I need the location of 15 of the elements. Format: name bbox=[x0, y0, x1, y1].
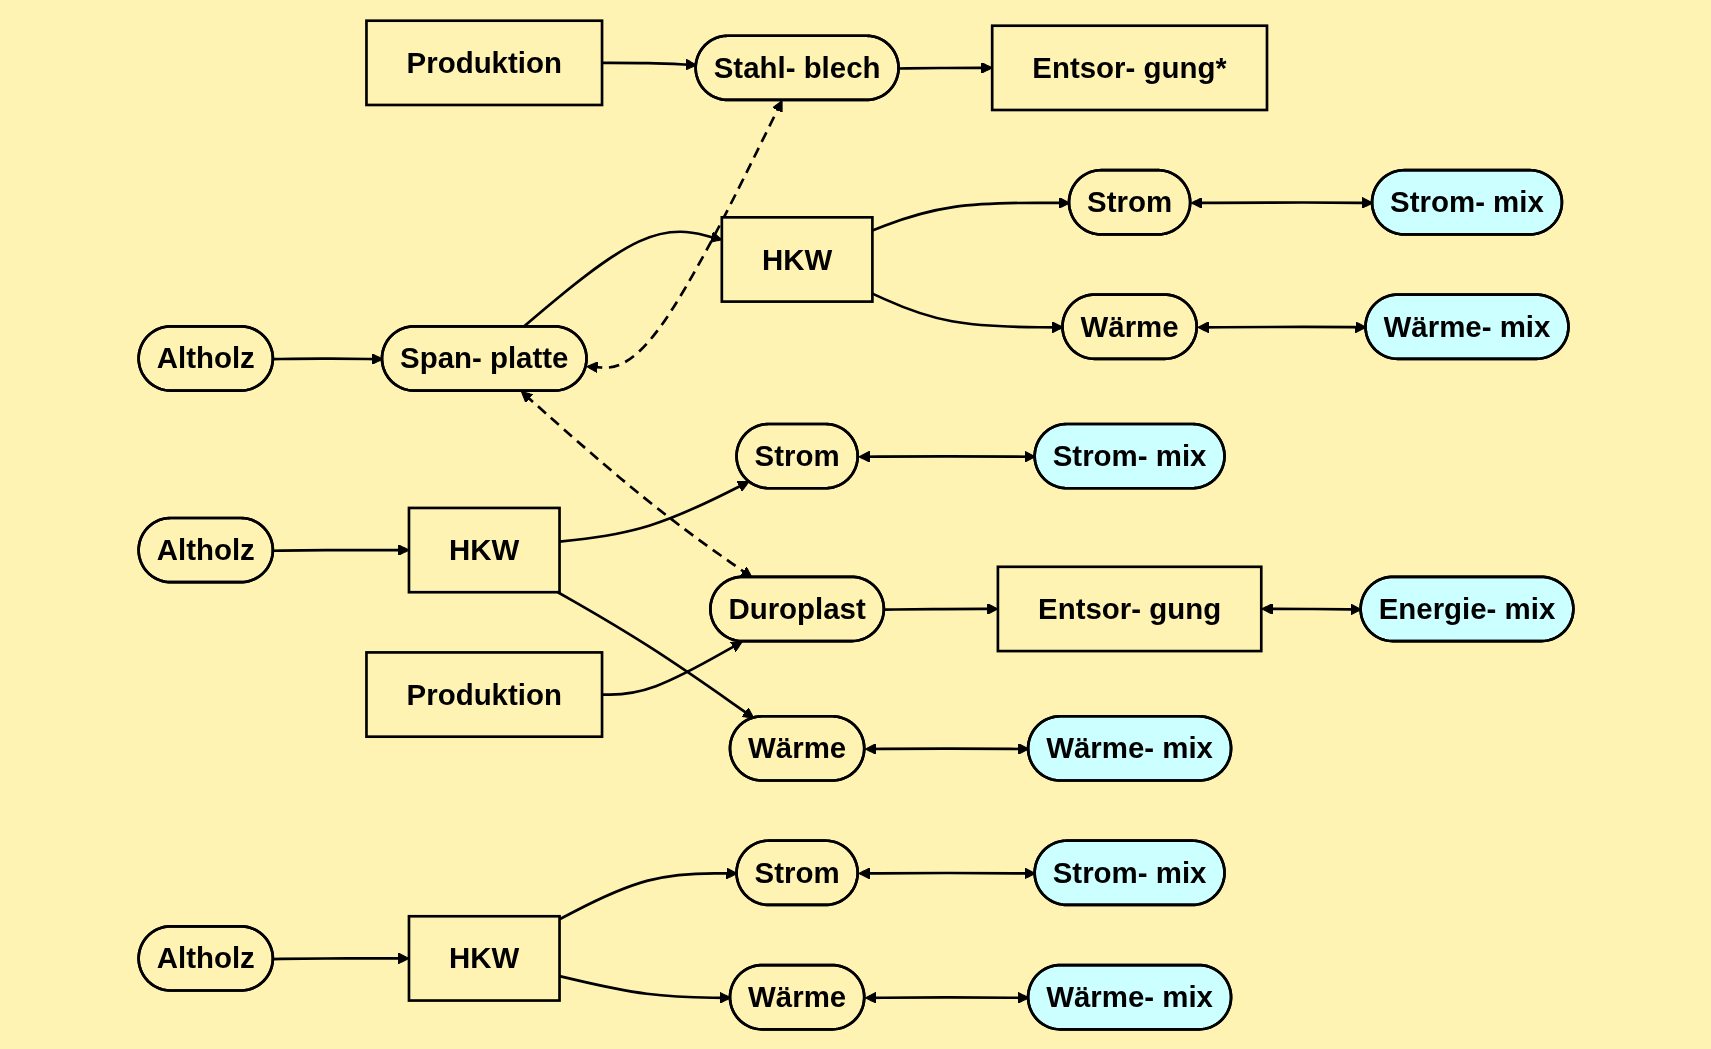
arrow bbox=[556, 590, 754, 719]
arrow bbox=[273, 952, 409, 964]
arrow bbox=[601, 640, 743, 696]
node-box: Entsor- gung* bbox=[990, 23, 1268, 111]
node-box: HKW bbox=[407, 914, 561, 1002]
arrow bbox=[273, 543, 409, 556]
node-box: Entsor- gung bbox=[996, 564, 1263, 652]
node-box: HKW bbox=[407, 506, 561, 594]
node-box: Produktion bbox=[364, 650, 603, 738]
arrow bbox=[864, 991, 1029, 1004]
node-box: HKW bbox=[720, 215, 874, 303]
node-box: Produktion bbox=[364, 18, 603, 106]
arrow bbox=[585, 99, 783, 373]
arrow bbox=[864, 742, 1029, 755]
arrow bbox=[884, 602, 998, 615]
